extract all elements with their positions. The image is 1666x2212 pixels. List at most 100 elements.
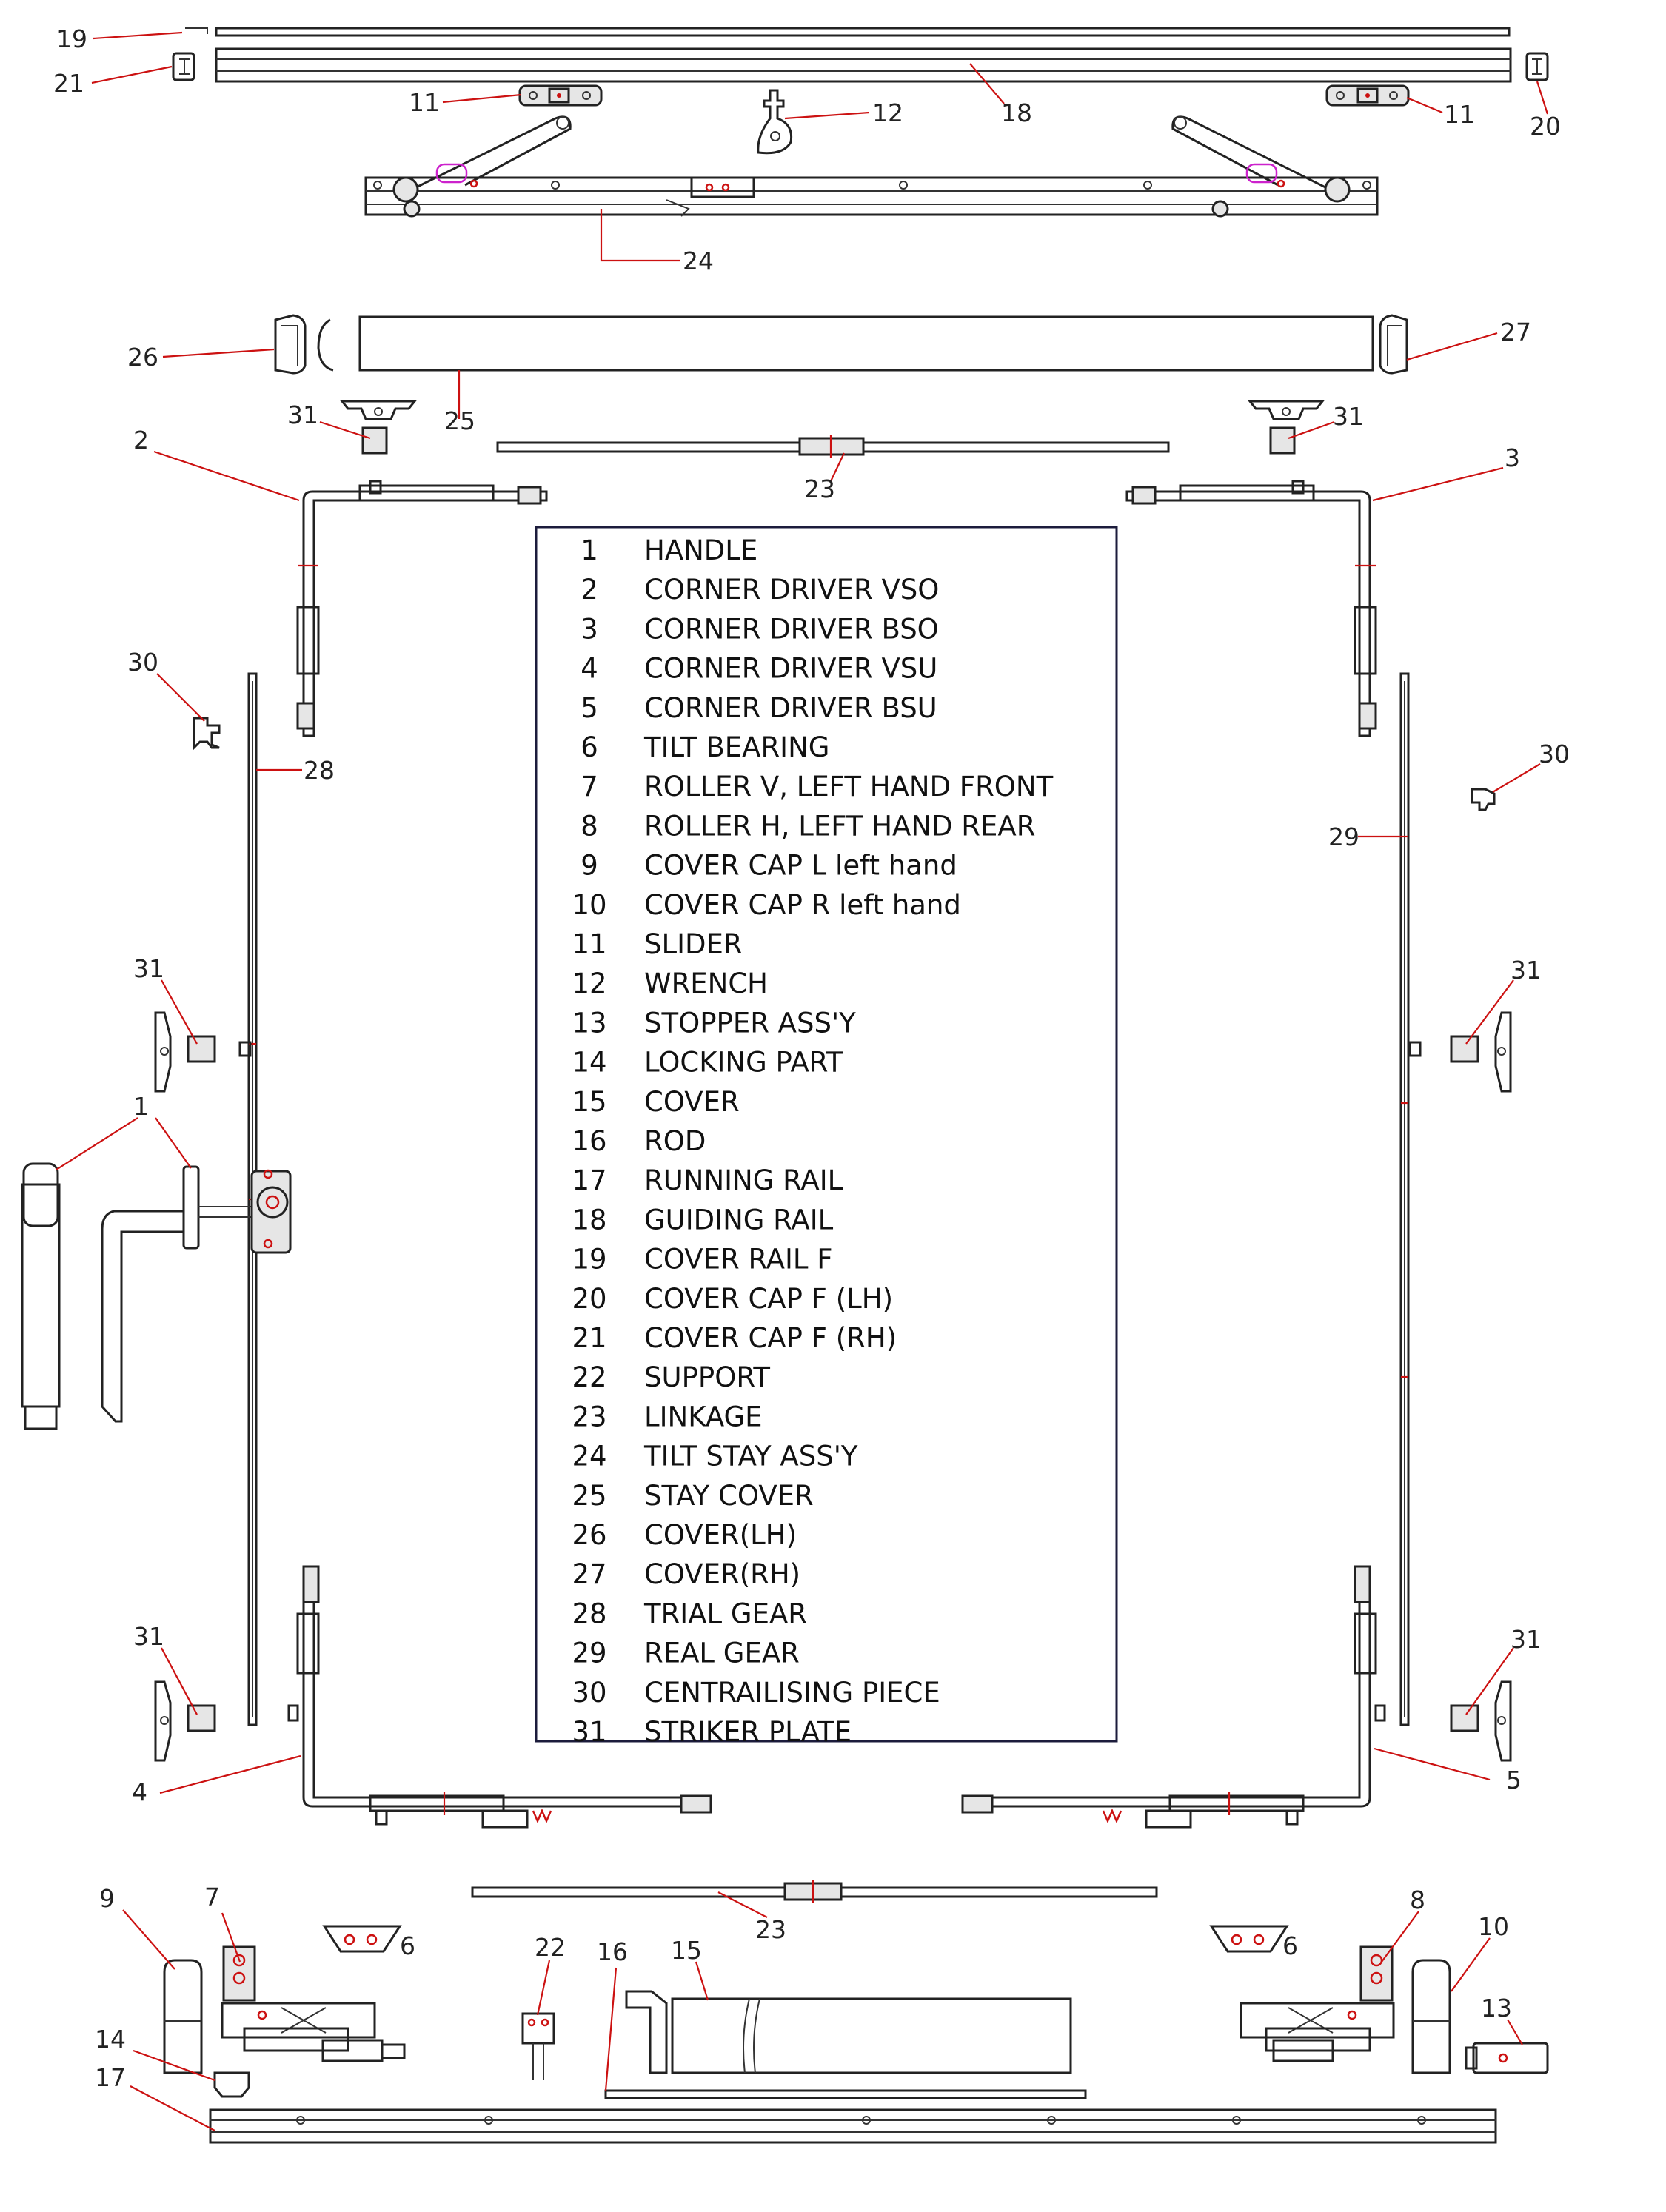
callout-13: 13 bbox=[1481, 1994, 1512, 2022]
callout-24: 24 bbox=[683, 247, 714, 275]
legend-part-number: 20 bbox=[572, 1283, 606, 1315]
cover bbox=[671, 1997, 1072, 2074]
guiding-rail bbox=[215, 47, 1512, 83]
callout-22: 22 bbox=[535, 1933, 566, 1962]
handle-front-view bbox=[21, 1162, 61, 1430]
legend-part-number: 2 bbox=[581, 574, 598, 606]
legend-part-number: 12 bbox=[572, 968, 606, 999]
legend-part-number: 9 bbox=[581, 850, 598, 882]
legend-part-number: 29 bbox=[572, 1638, 606, 1669]
cover-cap-l-left-hand bbox=[163, 1959, 203, 2074]
legend-part-name: WRENCH bbox=[644, 968, 768, 999]
legend-row: 31 STRIKER PLATE bbox=[572, 1716, 852, 1748]
legend-row: 11 SLIDER bbox=[572, 928, 742, 960]
legend-part-number: 18 bbox=[572, 1204, 606, 1236]
legend-part-number: 30 bbox=[572, 1677, 606, 1709]
legend-part-name: TILT STAY ASS'Y bbox=[643, 1441, 858, 1472]
legend-part-name: ROLLER V, LEFT HAND FRONT bbox=[644, 771, 1054, 802]
callout-29: 29 bbox=[1328, 822, 1359, 851]
slider-right bbox=[1325, 84, 1410, 107]
legend-part-name: STAY COVER bbox=[644, 1480, 814, 1512]
legend-part-name: SUPPORT bbox=[644, 1361, 770, 1393]
callout-31-top-right: 31 bbox=[1333, 402, 1364, 431]
legend-part-name: CENTRAILISING PIECE bbox=[644, 1677, 940, 1709]
callout-31-low-right: 31 bbox=[1511, 1625, 1542, 1654]
stay-cover bbox=[358, 315, 1374, 372]
legend-part-name: COVER(LH) bbox=[644, 1519, 797, 1551]
legend-part-number: 17 bbox=[572, 1164, 606, 1196]
callout-31-mid-right: 31 bbox=[1511, 956, 1542, 985]
legend-row: 12 WRENCH bbox=[572, 968, 768, 999]
callout-28: 28 bbox=[304, 756, 335, 785]
callout-2: 2 bbox=[133, 426, 149, 455]
striker-plate-mid-right bbox=[1408, 1011, 1512, 1093]
callout-19: 19 bbox=[56, 24, 87, 53]
legend-row: 20 COVER CAP F (LH) bbox=[572, 1283, 893, 1315]
callout-12: 12 bbox=[872, 98, 903, 127]
legend-part-number: 23 bbox=[572, 1401, 606, 1432]
corner-driver-bso bbox=[1125, 480, 1377, 737]
legend-part-number: 28 bbox=[572, 1598, 606, 1629]
legend-part-number: 6 bbox=[581, 731, 598, 763]
cover-rail-f bbox=[185, 27, 1511, 37]
legend-part-number: 19 bbox=[572, 1244, 606, 1276]
legend-part-name: STOPPER ASS'Y bbox=[644, 1007, 856, 1039]
legend-part-name: COVER bbox=[644, 1086, 740, 1118]
legend-part-name: COVER RAIL F bbox=[644, 1244, 833, 1276]
legend-part-number: 3 bbox=[581, 613, 598, 645]
rod bbox=[604, 1990, 1087, 2099]
corner-driver-vsu bbox=[287, 1565, 712, 1829]
tilt-bearing-right bbox=[1209, 1925, 1289, 1953]
legend-part-name: STRIKER PLATE bbox=[644, 1716, 852, 1748]
centralising-piece-left bbox=[193, 717, 221, 751]
callout-8: 8 bbox=[1410, 1886, 1425, 1914]
legend-part-number: 14 bbox=[572, 1047, 606, 1079]
corner-driver-vso bbox=[296, 480, 548, 737]
legend-part-name: COVER CAP F (LH) bbox=[644, 1283, 893, 1315]
callout-7: 7 bbox=[204, 1883, 220, 1911]
linkage-top bbox=[496, 435, 1170, 458]
legend-part-number: 31 bbox=[572, 1716, 606, 1748]
legend-part-number: 8 bbox=[581, 810, 598, 842]
slider-left bbox=[518, 84, 603, 107]
legend-part-name: SLIDER bbox=[644, 928, 743, 960]
callout-27: 27 bbox=[1500, 318, 1531, 346]
cover-lh bbox=[274, 314, 334, 375]
callout-16: 16 bbox=[597, 1937, 628, 1966]
legend-part-number: 15 bbox=[572, 1086, 606, 1118]
callout-30-right: 30 bbox=[1539, 740, 1570, 768]
legend-part-number: 21 bbox=[572, 1322, 606, 1354]
legend-part-name: LOCKING PART bbox=[644, 1047, 843, 1079]
callout-25: 25 bbox=[444, 406, 475, 435]
legend-part-number: 11 bbox=[572, 928, 606, 960]
legend-part-number: 24 bbox=[572, 1441, 606, 1472]
legend-row: 14 LOCKING PART bbox=[572, 1047, 843, 1079]
legend-part-name: CORNER DRIVER BSU bbox=[644, 692, 937, 724]
handle-gearbox bbox=[250, 1169, 292, 1254]
callout-21: 21 bbox=[53, 69, 84, 98]
support bbox=[521, 2012, 555, 2080]
leader-lines bbox=[56, 31, 1549, 2131]
callout-11-left: 11 bbox=[409, 88, 440, 117]
legend-part-name: COVER(RH) bbox=[644, 1558, 800, 1590]
cover-cap-f-lh bbox=[1525, 52, 1549, 81]
callout-23-bottom: 23 bbox=[755, 1915, 786, 1944]
